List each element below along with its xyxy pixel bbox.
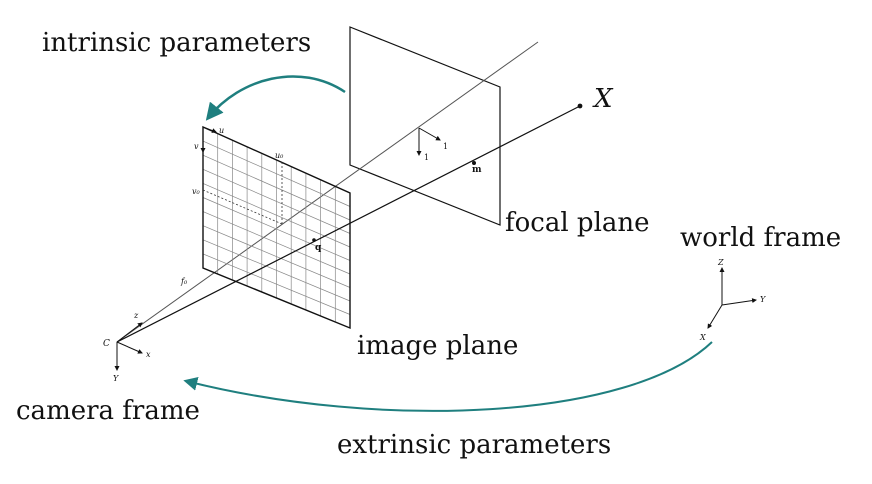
world-frame-label: world frame [680, 223, 841, 253]
image-plane-grid [202, 133, 351, 322]
camera-frame-label: camera frame [16, 396, 200, 426]
optical-axis-line [116, 41, 539, 343]
world-axis-x-symbol: X [699, 333, 706, 342]
focal-point-m-symbol: m [472, 165, 482, 175]
camera-axis-x-symbol: x [146, 350, 151, 359]
camera-frame-axes [114, 322, 143, 371]
principal-u0-guide [202, 189, 283, 225]
focal-plane-axes [416, 127, 441, 156]
intrinsic-parameters-label: intrinsic parameters [42, 28, 311, 58]
image-plane-label: image plane [357, 331, 518, 361]
intrinsic-arrow [205, 75, 346, 121]
camera-axis-z-symbol: z [133, 311, 139, 320]
camera-axis-y-symbol: Y [113, 374, 119, 383]
principal-u0-symbol: u₀ [275, 151, 284, 160]
principal-v0-symbol: v₀ [192, 187, 201, 196]
projection-ray [116, 103, 583, 343]
image-point-q-symbol: q [315, 243, 322, 253]
image-plane-border [202, 125, 351, 330]
image-u-symbol: u [219, 126, 224, 135]
camera-center-symbol: C [103, 339, 110, 349]
focal-point-m-dot [472, 161, 476, 165]
point-x-label: X [592, 84, 614, 114]
focal-axis-2-symbol: 1 [424, 153, 429, 162]
extrinsic-parameters-label: extrinsic parameters [337, 430, 611, 460]
world-axis-y-symbol: Y [760, 295, 766, 304]
world-axis-z-symbol: Z [717, 258, 724, 267]
focal-plane-label: focal plane [505, 208, 650, 238]
image-uv-axes [200, 126, 217, 153]
world-frame-axes [707, 267, 757, 329]
image-point-q-dot [312, 238, 316, 242]
focal-axis-1-symbol: 1 [443, 142, 448, 151]
focal-plane-shape [349, 26, 501, 226]
extrinsic-arrow [183, 341, 713, 412]
focal-length-symbol: f₀ [180, 277, 188, 286]
image-v-symbol: v [194, 142, 199, 151]
